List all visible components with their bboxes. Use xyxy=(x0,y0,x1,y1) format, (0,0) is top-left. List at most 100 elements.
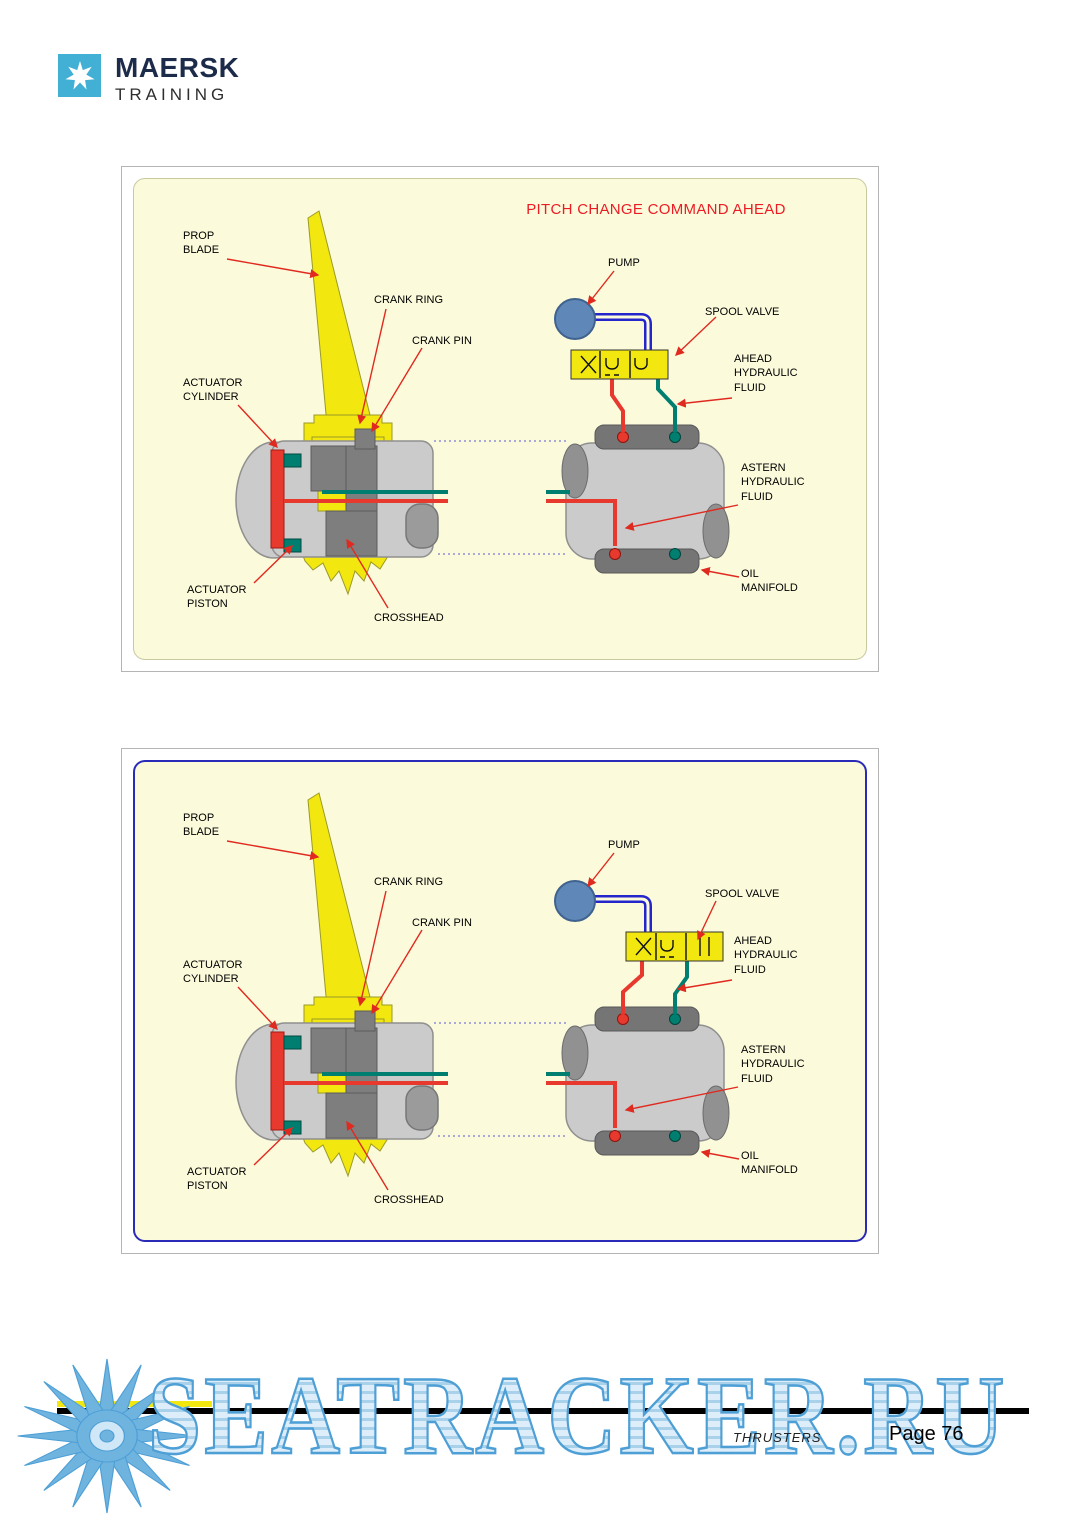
astern-line-manifold xyxy=(546,1081,617,1128)
actuator-piston-shape xyxy=(270,1031,285,1131)
arrow-astern-fluid xyxy=(624,1086,739,1113)
pitch-mechanism-diagram-1 xyxy=(226,210,740,609)
label-crank-ring: CRANK RING xyxy=(374,294,444,306)
ahead-port-top xyxy=(669,431,681,443)
diagram-background xyxy=(133,760,867,1242)
manifold-collar-top xyxy=(594,1006,700,1032)
hub-boss-shape xyxy=(405,1085,439,1131)
brand-text: MAERSK TRAINING xyxy=(115,52,240,104)
astern-port-top xyxy=(617,1013,629,1025)
arrow-crank-ring xyxy=(357,890,387,1007)
crank-pin-shape xyxy=(354,1010,376,1032)
page-number: Page 76 xyxy=(889,1423,964,1445)
arrow-actuator-cylinder xyxy=(237,404,278,449)
valve-symbols xyxy=(580,351,648,378)
shaft-end-cap-right xyxy=(702,503,730,559)
blade-root-spline-shape xyxy=(301,552,391,596)
shaft-end-cap-left xyxy=(561,443,589,499)
seatracker-sun-icon xyxy=(17,1358,197,1514)
label-crank-ring: CRANK RING xyxy=(374,876,444,888)
label-crank-pin: CRANK PIN xyxy=(412,335,472,347)
brand-division: TRAINING xyxy=(115,85,229,104)
oil-manifold-assembly xyxy=(546,424,730,574)
arrow-crosshead xyxy=(346,1120,389,1191)
doc-title: THRUSTERS xyxy=(733,1430,822,1445)
arrow-crank-pin xyxy=(371,929,423,1015)
footer-rule-yellow xyxy=(57,1401,212,1407)
arrow-actuator-cylinder xyxy=(237,986,278,1031)
pitch-mechanism-diagram-2 xyxy=(226,792,740,1191)
prop-hub-assembly xyxy=(235,210,448,596)
pump-supply-pipe xyxy=(592,313,652,350)
piston-seal-top xyxy=(283,1035,302,1050)
astern-port-top xyxy=(617,431,629,443)
oil-manifold-assembly xyxy=(546,1006,730,1156)
footer-rule xyxy=(57,1408,1029,1414)
hydraulic-circuit xyxy=(554,880,724,1014)
label-pump: PUMP xyxy=(608,839,640,851)
diagram-title: PITCH CHANGE COMMAND AHEAD xyxy=(526,201,786,218)
label-actuator-cylinder: ACTUATOR CYLINDER xyxy=(183,959,243,986)
spool-valve-shape xyxy=(570,349,669,380)
valve-symbols xyxy=(635,933,710,960)
pump-shape xyxy=(554,880,596,922)
leader-arrows xyxy=(226,840,740,1191)
crank-pin-shape xyxy=(354,428,376,450)
watermark: SEATRACKER.RU xyxy=(147,1354,1008,1478)
arrow-oil-manifold xyxy=(700,1148,740,1160)
label-crank-pin: CRANK PIN xyxy=(412,917,472,929)
label-prop-blade: PROP BLADE xyxy=(183,230,220,257)
label-actuator-cylinder: ACTUATOR CYLINDER xyxy=(183,377,243,404)
label-astern-fluid: ASTERN HYDRAULIC FLUID xyxy=(741,462,805,503)
label-spool-valve: SPOOL VALVE xyxy=(705,306,780,318)
arrow-crank-ring xyxy=(357,308,387,425)
piston-seal-bottom xyxy=(283,538,302,553)
label-crosshead: CROSSHEAD xyxy=(374,612,444,624)
label-spool-valve: SPOOL VALVE xyxy=(705,888,780,900)
arrow-spool-valve xyxy=(675,316,717,356)
arrow-crosshead xyxy=(346,538,389,609)
blade-root-spline-shape xyxy=(301,1134,391,1178)
astern-port-bottom xyxy=(609,1130,621,1142)
label-actuator-piston: ACTUATOR PISTON xyxy=(187,1166,247,1193)
hub-boss-shape xyxy=(405,503,439,549)
shaft-end-cap-left xyxy=(561,1025,589,1081)
seven-point-star-icon xyxy=(64,60,95,89)
ahead-port-top xyxy=(669,1013,681,1025)
label-ahead-fluid: AHEAD HYDRAULIC FLUID xyxy=(734,353,798,394)
arrow-ahead-fluid xyxy=(676,979,733,993)
diagram-background xyxy=(133,178,867,660)
spool-valve-shape xyxy=(625,931,724,962)
brand-name: MAERSK xyxy=(115,52,240,83)
diagram-panel-second: PROP BLADE CRANK RING CRANK PIN ACTUATOR… xyxy=(121,748,879,1254)
valve-astern-pipe xyxy=(621,961,644,1014)
valve-astern-pipe xyxy=(610,379,625,432)
diagram-panel-ahead: PITCH CHANGE COMMAND AHEAD PROP BLADE CR… xyxy=(121,166,879,672)
astern-line-manifold xyxy=(546,499,617,546)
ahead-port-bottom xyxy=(669,1130,681,1142)
arrow-oil-manifold xyxy=(700,566,740,578)
pump-shape xyxy=(554,298,596,340)
label-actuator-piston: ACTUATOR PISTON xyxy=(187,584,247,611)
arrow-pump xyxy=(587,852,615,888)
piston-seal-top xyxy=(283,453,302,468)
prop-blade-shape xyxy=(307,210,372,426)
actuator-piston-shape xyxy=(270,449,285,549)
arrow-crank-pin xyxy=(371,347,423,433)
ahead-port-bottom xyxy=(669,548,681,560)
arrow-ahead-fluid xyxy=(676,397,733,408)
pump-supply-pipe xyxy=(592,895,652,932)
label-oil-manifold: OIL MANIFOLD xyxy=(741,1150,798,1177)
leader-arrows xyxy=(226,258,740,609)
prop-blade-shape xyxy=(307,792,372,1008)
valve-ahead-pipe xyxy=(656,379,677,432)
arrow-actuator-piston xyxy=(253,1127,293,1166)
shaft-end-cap-right xyxy=(702,1085,730,1141)
label-crosshead: CROSSHEAD xyxy=(374,1194,444,1206)
prop-hub-assembly xyxy=(235,792,448,1178)
maersk-training-logo: MAERSK TRAINING xyxy=(58,54,239,103)
label-pump: PUMP xyxy=(608,257,640,269)
astern-port-bottom xyxy=(609,548,621,560)
arrow-astern-fluid xyxy=(624,504,739,531)
